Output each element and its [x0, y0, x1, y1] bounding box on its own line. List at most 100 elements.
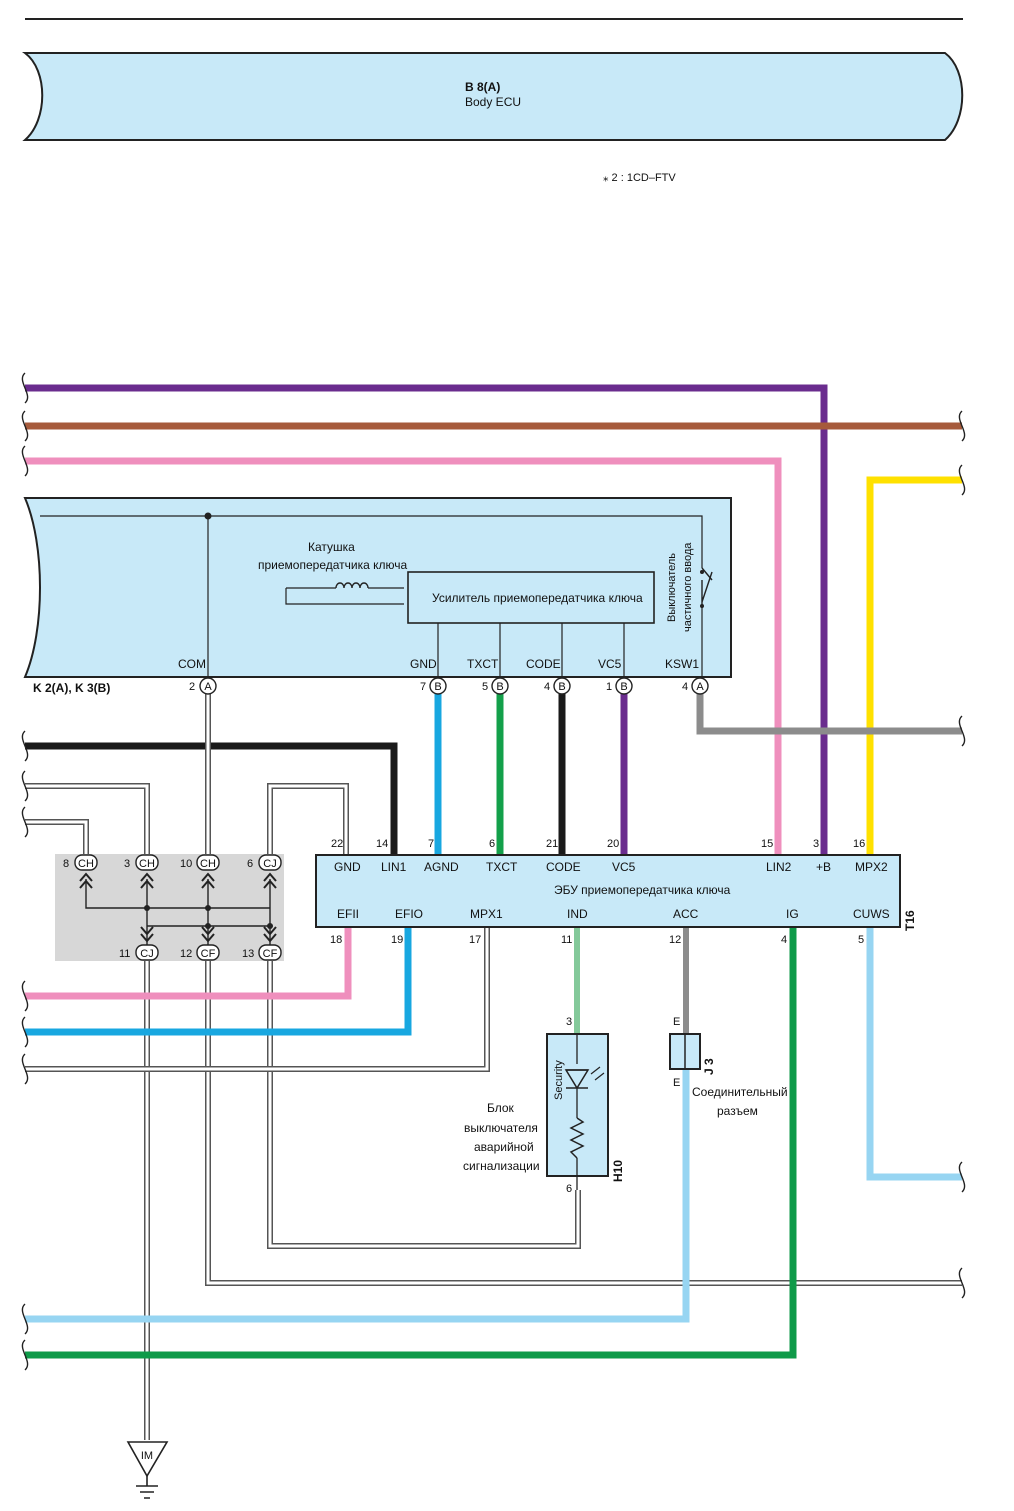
svg-text:CJ: CJ [140, 948, 153, 960]
wire-lightblue-cuws [866, 927, 962, 1181]
svg-text:A: A [204, 681, 212, 693]
switch-label-2: частичного ввода [682, 542, 694, 632]
svg-text:CF: CF [201, 948, 216, 960]
svg-text:5: 5 [482, 681, 488, 693]
svg-text:LIN1: LIN1 [381, 860, 407, 874]
body-ecu-code: B 8(A) [465, 80, 500, 94]
svg-text:6: 6 [247, 858, 253, 870]
engine-note: ⁎ 2 : 1CD–FTV [603, 172, 676, 184]
svg-text:6: 6 [489, 838, 495, 850]
ecu-name: ЭБУ приемопередатчика ключа [554, 883, 731, 897]
svg-text:3: 3 [124, 858, 130, 870]
svg-text:17: 17 [469, 934, 481, 946]
ground-code: IM [141, 1450, 153, 1462]
svg-text:B: B [558, 681, 565, 693]
svg-text:B: B [496, 681, 503, 693]
svg-text:8: 8 [63, 858, 69, 870]
svg-text:11: 11 [119, 948, 130, 960]
svg-text:CUWS: CUWS [853, 907, 890, 921]
svg-text:18: 18 [330, 934, 342, 946]
svg-text:21: 21 [546, 838, 558, 850]
svg-text:2: 2 [189, 681, 195, 693]
svg-text:TXCT: TXCT [486, 860, 518, 874]
term-com: COM [178, 657, 206, 671]
wire-purple-plusb [25, 384, 828, 855]
svg-text:разъем: разъем [717, 1104, 758, 1118]
term-vc5: VC5 [598, 657, 622, 671]
svg-text:VC5: VC5 [612, 860, 636, 874]
svg-text:CF: CF [263, 948, 278, 960]
junction-block: CH 8 CH 3 CH 10 CJ 6 CJ 11 CF 12 CF 13 [55, 854, 284, 961]
svg-text:MPX1: MPX1 [470, 907, 503, 921]
svg-text:20: 20 [607, 838, 619, 850]
ecu-pin-numbers: 22 14 7 6 21 20 15 3 16 18 19 17 11 12 4… [330, 838, 865, 946]
coil-symbol [335, 582, 369, 589]
hazard-unit-label: Блок выключателя аварийной сигнализации [463, 1101, 540, 1173]
svg-text:IG: IG [786, 907, 799, 921]
key-unit-code: K 2(A), K 3(B) [33, 681, 110, 695]
wire-gray-ksw1 [696, 686, 962, 735]
wire-green-ig [25, 927, 797, 1359]
wire-pink-efii [25, 927, 352, 1000]
white-wires [25, 690, 962, 1440]
right-break-marks [958, 410, 966, 1299]
ecu-code: T16 [903, 910, 917, 931]
transponder-ecu-block: ЭБУ приемопередатчика ключа T16 GND LIN1… [315, 854, 917, 931]
term-gnd: GND [410, 657, 437, 671]
hazard-unit-code: H10 [611, 1160, 625, 1182]
svg-text:ACC: ACC [673, 907, 699, 921]
svg-text:14: 14 [376, 838, 388, 850]
svg-text:3: 3 [813, 838, 819, 850]
svg-text:EFIO: EFIO [395, 907, 423, 921]
svg-text:4: 4 [544, 681, 550, 693]
svg-text:LIN2: LIN2 [766, 860, 792, 874]
svg-text:MPX2: MPX2 [855, 860, 888, 874]
svg-text:5: 5 [858, 934, 864, 946]
svg-text:CH: CH [78, 858, 94, 870]
svg-text:10: 10 [180, 858, 192, 870]
left-break-marks [21, 372, 29, 1371]
svg-text:CH: CH [139, 858, 155, 870]
svg-text:22: 22 [331, 838, 343, 850]
wire-blue-efio [25, 927, 412, 1036]
switch-label-1: Выключатель [666, 553, 678, 622]
key-unit-connectors: A 2 B 7 B 5 B 4 B 1 A 4 [189, 677, 709, 695]
wire-yellow-mpx2 [866, 476, 962, 855]
coil-label-1: Катушка [308, 540, 355, 554]
term-ksw1: KSW1 [665, 657, 699, 671]
svg-text:E: E [673, 1077, 680, 1089]
svg-text:6: 6 [566, 1183, 572, 1195]
svg-text:CODE: CODE [546, 860, 581, 874]
svg-text:EFII: EFII [337, 907, 359, 921]
body-ecu-block: B 8(A) Body ECU [21, 52, 964, 141]
connector-j3: E E J 3 Соединительный разъем [669, 1016, 788, 1118]
svg-text:4: 4 [682, 681, 688, 693]
wire-lightblue-j3 [25, 1069, 690, 1323]
svg-text:11: 11 [561, 934, 572, 946]
amplifier-box [407, 571, 655, 624]
svg-text:4: 4 [781, 934, 787, 946]
hazard-unit-block: Security H10 3 6 [546, 1016, 625, 1195]
svg-text:выключателя: выключателя [464, 1121, 538, 1135]
svg-text:сигнализации: сигнализации [463, 1159, 540, 1173]
svg-text:Соединительный: Соединительный [692, 1085, 788, 1099]
connector-j3-code: J 3 [702, 1058, 716, 1075]
svg-text:CJ: CJ [263, 858, 276, 870]
coil-label-2: приемопередатчика ключа [258, 558, 407, 572]
svg-text:+B: +B [816, 860, 831, 874]
wire-black-lin1 [25, 742, 398, 855]
svg-text:Блок: Блок [487, 1101, 515, 1115]
svg-text:E: E [673, 1016, 680, 1028]
svg-text:3: 3 [566, 1016, 572, 1028]
svg-text:15: 15 [761, 838, 773, 850]
body-ecu-name: Body ECU [465, 95, 521, 109]
security-label: Security [553, 1060, 565, 1100]
svg-text:16: 16 [853, 838, 865, 850]
svg-text:13: 13 [242, 948, 254, 960]
svg-text:1: 1 [606, 681, 612, 693]
term-txct: TXCT [467, 657, 499, 671]
key-unit-block: Усилитель приемопередатчика ключа Катушк… [23, 497, 732, 678]
wire-pink-lin2 [25, 457, 782, 855]
svg-text:19: 19 [391, 934, 403, 946]
